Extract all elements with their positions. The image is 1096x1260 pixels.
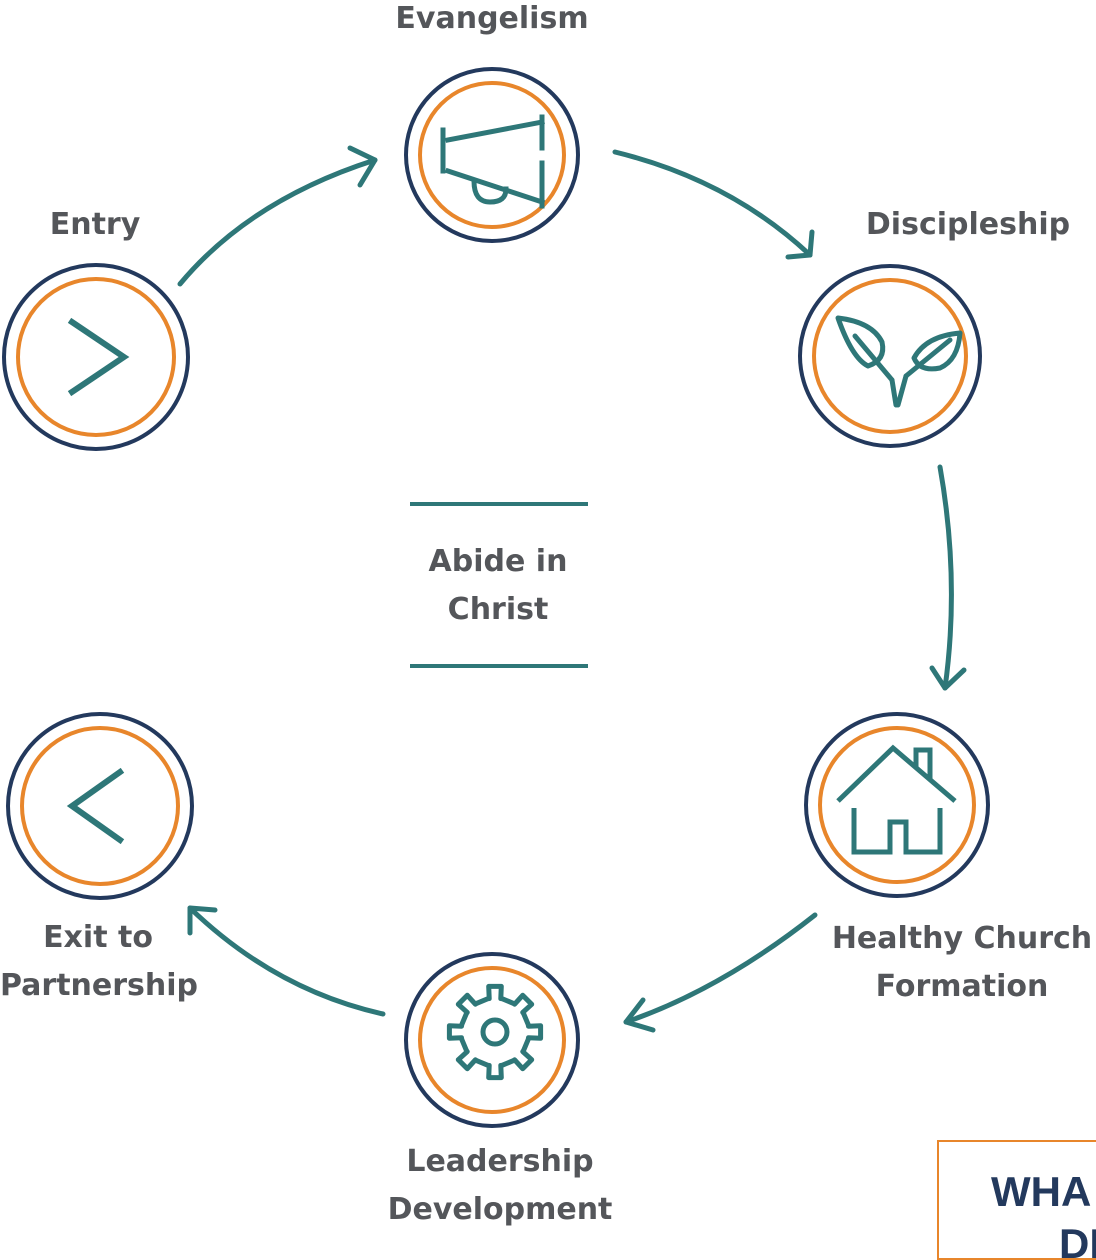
- corner-callout-line1: WHA: [991, 1168, 1092, 1215]
- center-label-line2: Christ: [447, 592, 549, 627]
- arrow-discipleship-to-healthy-church: [929, 464, 967, 691]
- label-entry: Entry: [30, 201, 160, 249]
- cycle-diagram: [2, 67, 990, 1128]
- label-evangelism-text: Evangelism: [395, 1, 589, 36]
- label-discipleship-text: Discipleship: [865, 207, 1071, 242]
- label-leadership-line1: Leadership: [406, 1144, 594, 1179]
- arrow-evangelism-to-discipleship: [612, 149, 815, 260]
- corner-callout-box: WHA DE: [937, 1140, 1096, 1260]
- label-healthy-church-line1: Healthy Church: [831, 921, 1093, 956]
- arrow-entry-to-evangelism: [177, 145, 378, 287]
- node-healthy-church: [804, 712, 990, 898]
- label-leadership: Leadership Development: [385, 1138, 615, 1234]
- sprout-icon: [835, 315, 963, 408]
- gear-icon: [446, 983, 544, 1081]
- label-discipleship: Discipleship: [858, 201, 1078, 249]
- label-exit-line1: Exit to: [43, 920, 153, 955]
- node-entry: [2, 263, 190, 451]
- label-healthy-church-line2: Formation: [875, 969, 1049, 1004]
- megaphone-icon: [440, 114, 546, 209]
- label-leadership-line2: Development: [387, 1192, 613, 1227]
- label-evangelism: Evangelism: [392, 0, 592, 43]
- label-healthy-church: Healthy Church Formation: [828, 915, 1096, 1011]
- label-entry-text: Entry: [49, 207, 141, 242]
- arrow-leadership-to-exit: [187, 905, 386, 1017]
- corner-callout-line2: DE: [1059, 1220, 1096, 1260]
- chevron-right-icon: [67, 317, 130, 397]
- arrow-healthy-church-to-leadership: [623, 912, 818, 1033]
- label-exit: Exit to Partnership: [0, 914, 199, 1010]
- node-discipleship: [798, 264, 982, 448]
- node-leadership: [404, 952, 580, 1128]
- chevron-left-icon: [66, 767, 125, 845]
- label-exit-line2: Partnership: [0, 968, 199, 1003]
- center-label-line1: Abide in: [428, 544, 568, 579]
- house-icon: [836, 744, 957, 855]
- center-label: Abide in Christ: [398, 538, 598, 634]
- node-exit: [6, 712, 194, 900]
- node-evangelism: [404, 67, 580, 243]
